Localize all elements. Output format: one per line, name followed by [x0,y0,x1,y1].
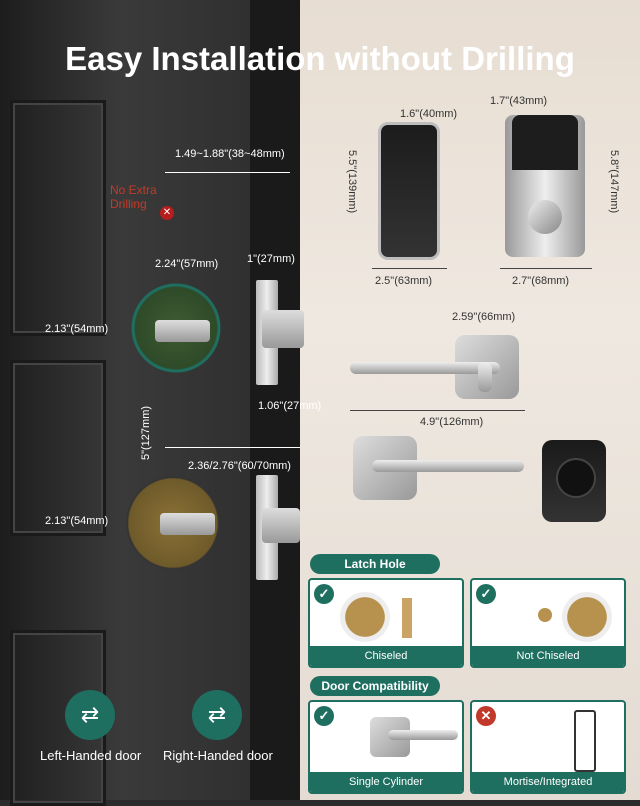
lever-handle-top [350,362,500,374]
left-handed-door-icon: ⇄ [65,690,115,740]
dimension-line [372,268,447,269]
door-compat-card-mortise: ✕ Mortise/Integrated [470,700,626,794]
check-icon: ✓ [314,706,334,726]
lever-length-dim: 4.9"(126mm) [420,416,484,428]
door-compatibility-heading: Door Compatibility [310,676,440,696]
front-width-dim: 1.6"(40mm) [400,108,458,120]
hole-illustration [340,592,390,642]
back-bottom-dim: 2.7"(68mm) [512,275,570,287]
latch-bolt-bottom [160,513,215,535]
x-icon: ✕ [476,706,496,726]
latch-top-dim: 1"(27mm) [247,253,295,265]
x-icon: ✕ [160,206,174,220]
latch-bottom-dim: 1.06"(27mm) [258,400,322,412]
door-compat-card-single: ✓ Single Cylinder [308,700,464,794]
latch-hole-card-not-chiseled: ✓ Not Chiseled [470,578,626,668]
dimension-line [500,268,592,269]
back-height-dim: 5.8"(147mm) [608,150,620,214]
check-icon: ✓ [476,584,496,604]
mortise-illustration [574,710,596,772]
latch-bore [538,608,552,622]
mortise-integrated-label: Mortise/Integrated [472,772,624,792]
right-handed-door-label: Right-Handed door [163,748,273,763]
spacing-dim: 5"(127mm) [140,405,152,460]
front-height-dim: 5.5"(139mm) [346,150,358,214]
top-hole-height-dim: 2.13"(54mm) [45,323,109,335]
latch-hole-card-chiseled: ✓ Chiseled [308,578,464,668]
latch-mortise [402,598,412,638]
backset-dim: 2.36/2.76"(60/70mm) [188,460,291,472]
lever-stem-top [478,362,492,392]
lever-handle-bottom [372,460,524,472]
check-icon: ✓ [314,584,334,604]
left-handed-door-label: Left-Handed door [40,748,142,763]
lever-illustration [388,730,458,740]
dimension-line [165,172,290,173]
latch-hole-heading: Latch Hole [310,554,440,574]
thumb-turn [528,200,562,234]
top-hole-diameter-dim: 2.24"(57mm) [155,258,219,270]
dimension-line [165,447,300,448]
latch-head-top [262,310,304,348]
hole-illustration [562,592,612,642]
lever-rose-dim: 2.59"(66mm) [452,311,516,323]
door-panel [10,100,106,336]
thumb-turn-black [556,458,596,498]
keypad-lock-front [378,122,440,260]
page-title: Easy Installation without Drilling [65,40,575,77]
bottom-hole-height-dim: 2.13"(54mm) [45,515,109,527]
lock-back-cover [512,115,578,170]
single-cylinder-label: Single Cylinder [310,772,462,792]
no-extra-drilling-text: No Extra Drilling [110,183,157,211]
not-chiseled-label: Not Chiseled [472,646,624,666]
bore-range-dim: 1.49~1.88"(38~48mm) [175,148,285,160]
door-frame [250,0,300,800]
chiseled-label: Chiseled [310,646,462,666]
latch-bolt-top [155,320,210,342]
dimension-line [350,410,525,411]
right-handed-door-icon: ⇄ [192,690,242,740]
latch-head-bottom [262,508,300,543]
front-bottom-dim: 2.5"(63mm) [375,275,433,287]
back-width-dim: 1.7"(43mm) [490,95,548,107]
door-panel [10,360,106,536]
